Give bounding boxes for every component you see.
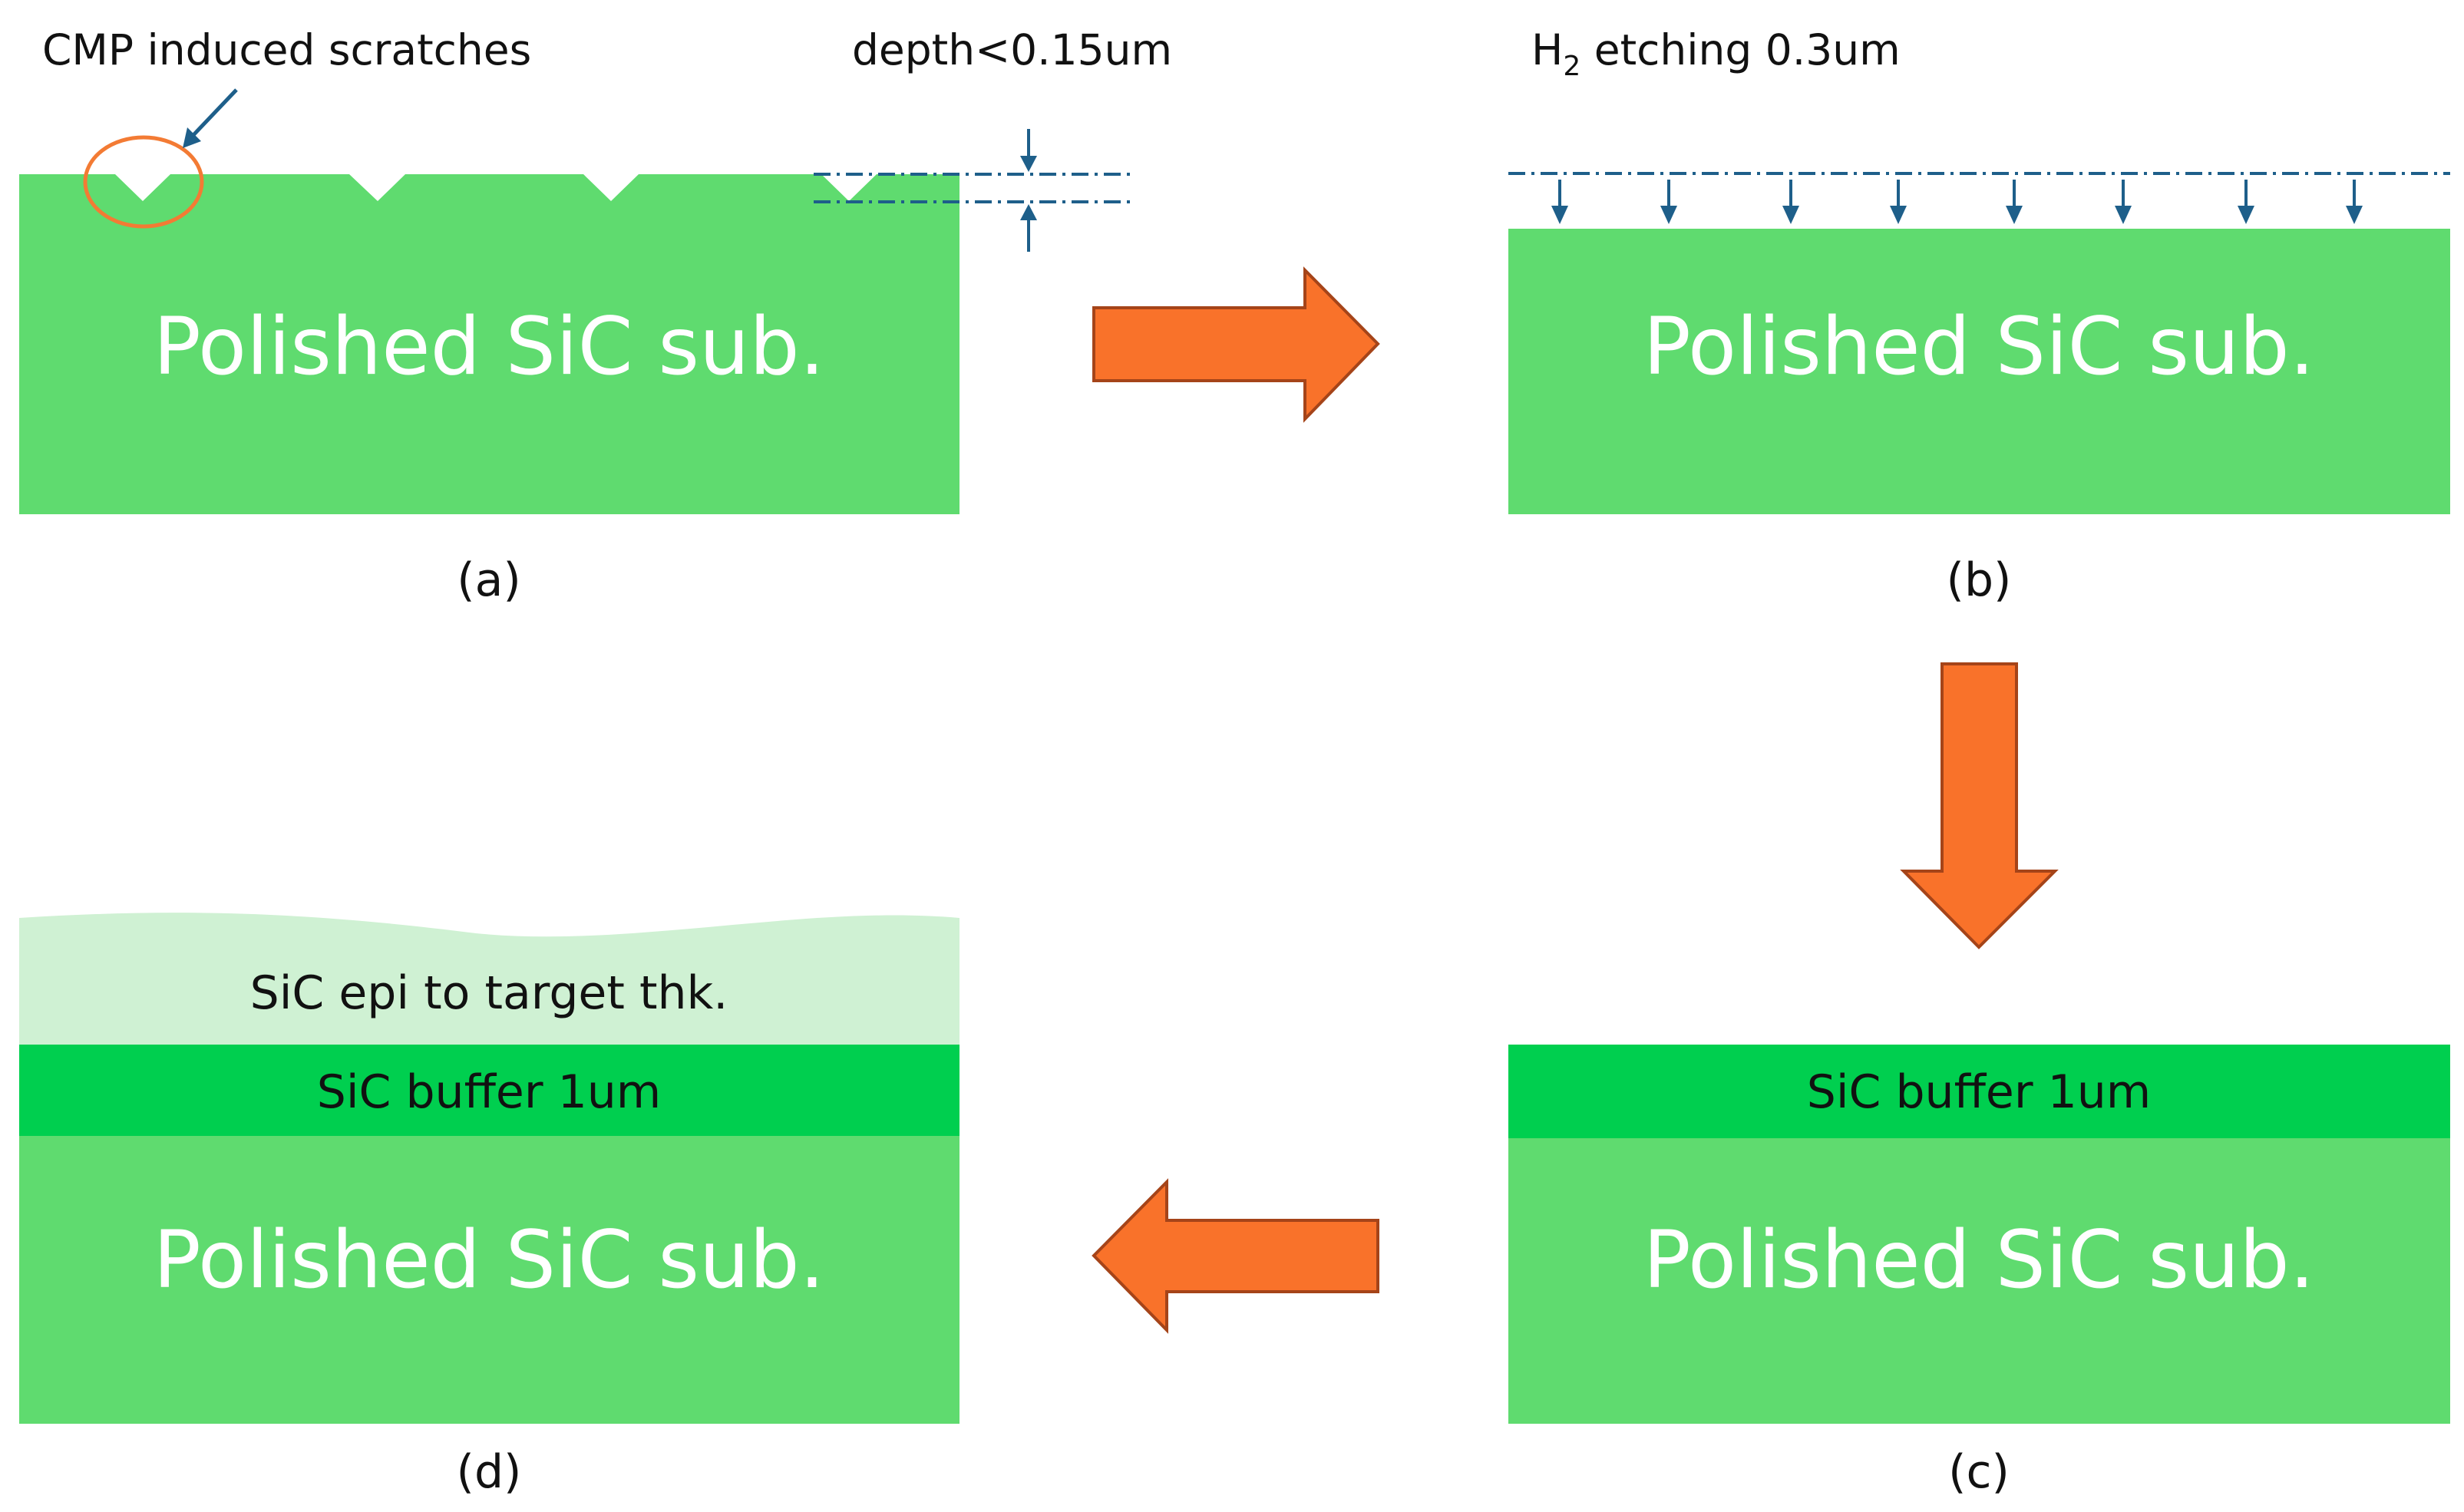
substrate-with-scratches	[19, 174, 960, 514]
depth-arrow-down-head	[1020, 156, 1037, 172]
substrate	[19, 1136, 960, 1424]
depth-annotation: depth<0.15um	[852, 25, 1172, 74]
substrate	[1508, 1136, 2450, 1424]
etch-annotation-subscript: 2	[1563, 51, 1580, 82]
substrate-label: Polished SiC sub.	[1643, 301, 2315, 393]
etch-arrows	[1551, 180, 2363, 224]
substrate-label: Polished SiC sub.	[1643, 1214, 2315, 1306]
down-arrow-icon	[1660, 206, 1677, 224]
panel-c: SiC buffer 1um Polished SiC sub. (c)	[1508, 1045, 2450, 1499]
down-arrow-icon	[1551, 206, 1568, 224]
down-arrow-icon	[1782, 206, 1799, 224]
etch-annotation: H2 etching 0.3um	[1531, 25, 1901, 82]
depth-arrow-up-head	[1020, 204, 1037, 220]
scratch-pointer-arrowhead	[183, 127, 201, 148]
scratch-pointer-line	[190, 88, 238, 138]
panel-caption: (d)	[457, 1445, 522, 1499]
scratch-annotation: CMP induced scratches	[42, 25, 531, 74]
buffer-layer	[1508, 1045, 2450, 1138]
panel-caption: (c)	[1948, 1445, 2010, 1499]
panel-b: Polished SiC sub. H2 etching 0.3um (b)	[1508, 25, 2450, 607]
panel-caption: (a)	[457, 553, 521, 607]
substrate-label: Polished SiC sub.	[154, 301, 825, 393]
down-arrow-icon	[2006, 206, 2023, 224]
panel-a: Polished SiC sub. CMP induced scratches …	[19, 25, 1172, 607]
panel-d: SiC epi to target thk. SiC buffer 1um Po…	[19, 913, 960, 1499]
epi-layer	[19, 913, 960, 1047]
down-arrow-icon	[2238, 206, 2254, 224]
flow-arrow-down	[1900, 662, 2059, 949]
buffer-label: SiC buffer 1um	[317, 1065, 661, 1119]
etch-annotation-suffix: etching 0.3um	[1580, 25, 1900, 74]
down-arrow-icon	[1890, 206, 1907, 224]
substrate-label: Polished SiC sub.	[154, 1214, 825, 1306]
down-arrow-icon	[2115, 206, 2132, 224]
flow-arrow-right	[1092, 266, 1380, 423]
scratch-highlight-circle	[83, 135, 204, 229]
down-arrow-icon	[2346, 206, 2363, 224]
panel-caption: (b)	[1947, 553, 2012, 607]
etch-annotation-prefix: H	[1531, 25, 1563, 74]
substrate	[1508, 229, 2450, 514]
flow-arrow-left	[1092, 1178, 1379, 1334]
buffer-layer	[19, 1045, 960, 1138]
epi-label: SiC epi to target thk.	[250, 966, 728, 1020]
buffer-label: SiC buffer 1um	[1807, 1065, 2151, 1119]
